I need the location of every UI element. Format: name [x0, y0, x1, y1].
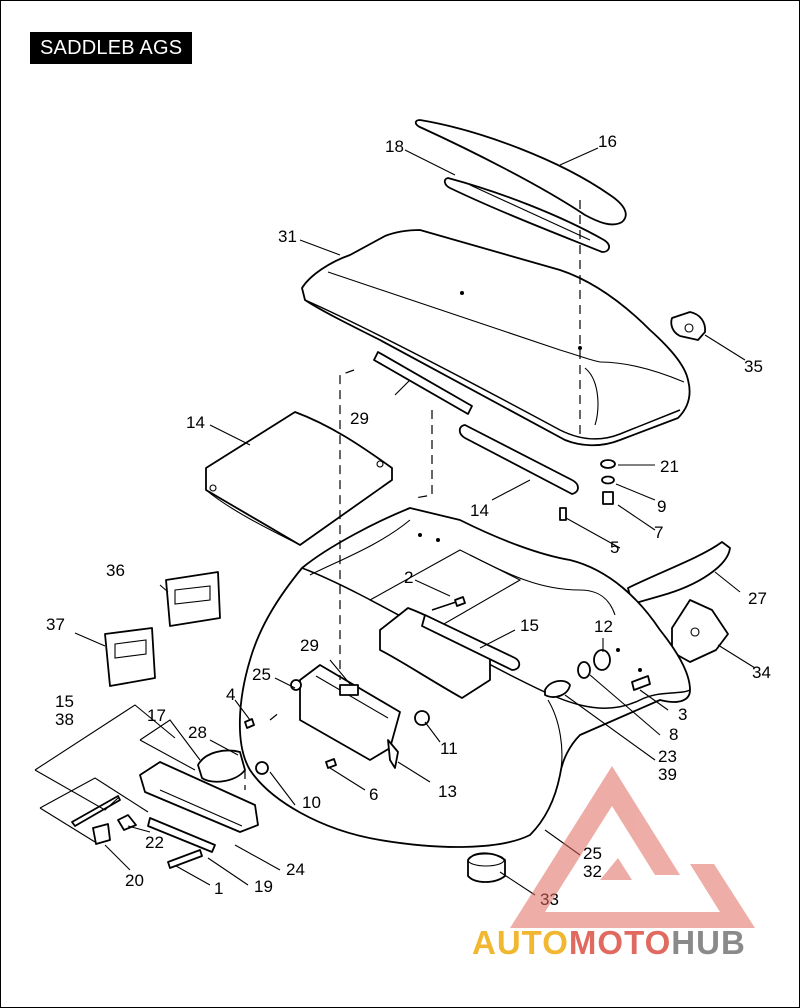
washer-part: [600, 459, 616, 469]
callout-8: 8: [669, 725, 678, 744]
rail-part: [421, 614, 521, 671]
lid-rim-line: [304, 299, 681, 440]
callout-2: 2: [404, 568, 413, 587]
key-plate-part: [92, 823, 111, 845]
callout-31: 31: [278, 227, 297, 246]
trim-base-part: [443, 177, 610, 253]
callout-19: 19: [254, 877, 273, 896]
callout-38: 38: [55, 710, 74, 729]
pin-part: [147, 817, 216, 853]
cap-part: [467, 852, 506, 883]
callout-18: 18: [385, 137, 404, 156]
callout-29-upper: 29: [350, 409, 369, 428]
nut-part: [414, 710, 430, 726]
screw-part: [559, 507, 567, 521]
saddlebag-lid-part: [301, 229, 691, 447]
callout-14-left: 14: [186, 413, 205, 432]
hinge-strip-upper-part: [373, 351, 473, 415]
lid-catch-part: [670, 311, 706, 341]
watermark-text: AUTOMOTOHUB: [472, 924, 746, 962]
spacer-part: [593, 649, 611, 671]
washer-small-part: [601, 475, 615, 485]
callout-10: 10: [302, 793, 321, 812]
callout-13: 13: [438, 782, 457, 801]
callout-6: 6: [369, 785, 378, 804]
callout-37: 37: [46, 615, 65, 634]
callout-21: 21: [660, 457, 679, 476]
callout-3: 3: [678, 705, 687, 724]
grommet-part: [577, 661, 591, 679]
callout-11: 11: [440, 739, 458, 758]
callout-35: 35: [744, 357, 763, 376]
trim-strip-part: [414, 119, 627, 226]
callout-15-right: 15: [520, 616, 539, 635]
callout-25-left: 25: [252, 665, 271, 684]
decal-part: [165, 571, 221, 627]
callout-9: 9: [657, 497, 666, 516]
callout-20: 20: [125, 871, 144, 890]
callout-24: 24: [286, 860, 305, 879]
handle-part: [139, 761, 259, 833]
screw-3-part: [631, 675, 651, 691]
screw-2-part: [454, 596, 466, 607]
diagram-title: SADDLEB AGS: [30, 32, 193, 64]
cable-part: [71, 795, 121, 827]
watermark-hub: HUB: [671, 924, 746, 961]
callout-27: 27: [748, 589, 767, 608]
callout-17: 17: [147, 706, 166, 725]
bolt-part: [602, 491, 614, 505]
callout-34: 34: [752, 663, 771, 682]
callout-25-right: 25: [583, 844, 602, 863]
callout-22: 22: [145, 833, 164, 852]
callout-16: 16: [598, 132, 617, 151]
nut-10-part: [255, 761, 269, 775]
hinge-strip-right-part: [458, 424, 579, 495]
screw-6-part: [325, 758, 337, 769]
screw-1-part: [167, 849, 203, 869]
callout-29-lower: 29: [300, 636, 319, 655]
callout-39: 39: [658, 765, 677, 784]
callout-28: 28: [188, 723, 207, 742]
callout-5: 5: [610, 538, 619, 557]
callout-36: 36: [106, 561, 125, 580]
callout-1: 1: [214, 879, 223, 898]
callout-15-left: 15: [55, 692, 74, 711]
callout-4: 4: [226, 685, 235, 704]
callout-32: 32: [583, 862, 602, 881]
bumper-part: [544, 679, 571, 698]
watermark-auto: AUTO: [472, 924, 569, 961]
latch-lever-part: [387, 739, 399, 769]
callout-14-right: 14: [470, 501, 489, 520]
callout-23: 23: [658, 747, 677, 766]
callout-7: 7: [654, 523, 663, 542]
decal-2-part: [104, 627, 156, 687]
callout-12: 12: [594, 617, 613, 636]
key-part: [117, 814, 137, 831]
watermark-moto: MOTO: [568, 924, 672, 961]
liner-panel-part: [205, 411, 393, 546]
trim-rail-part: [627, 541, 731, 605]
